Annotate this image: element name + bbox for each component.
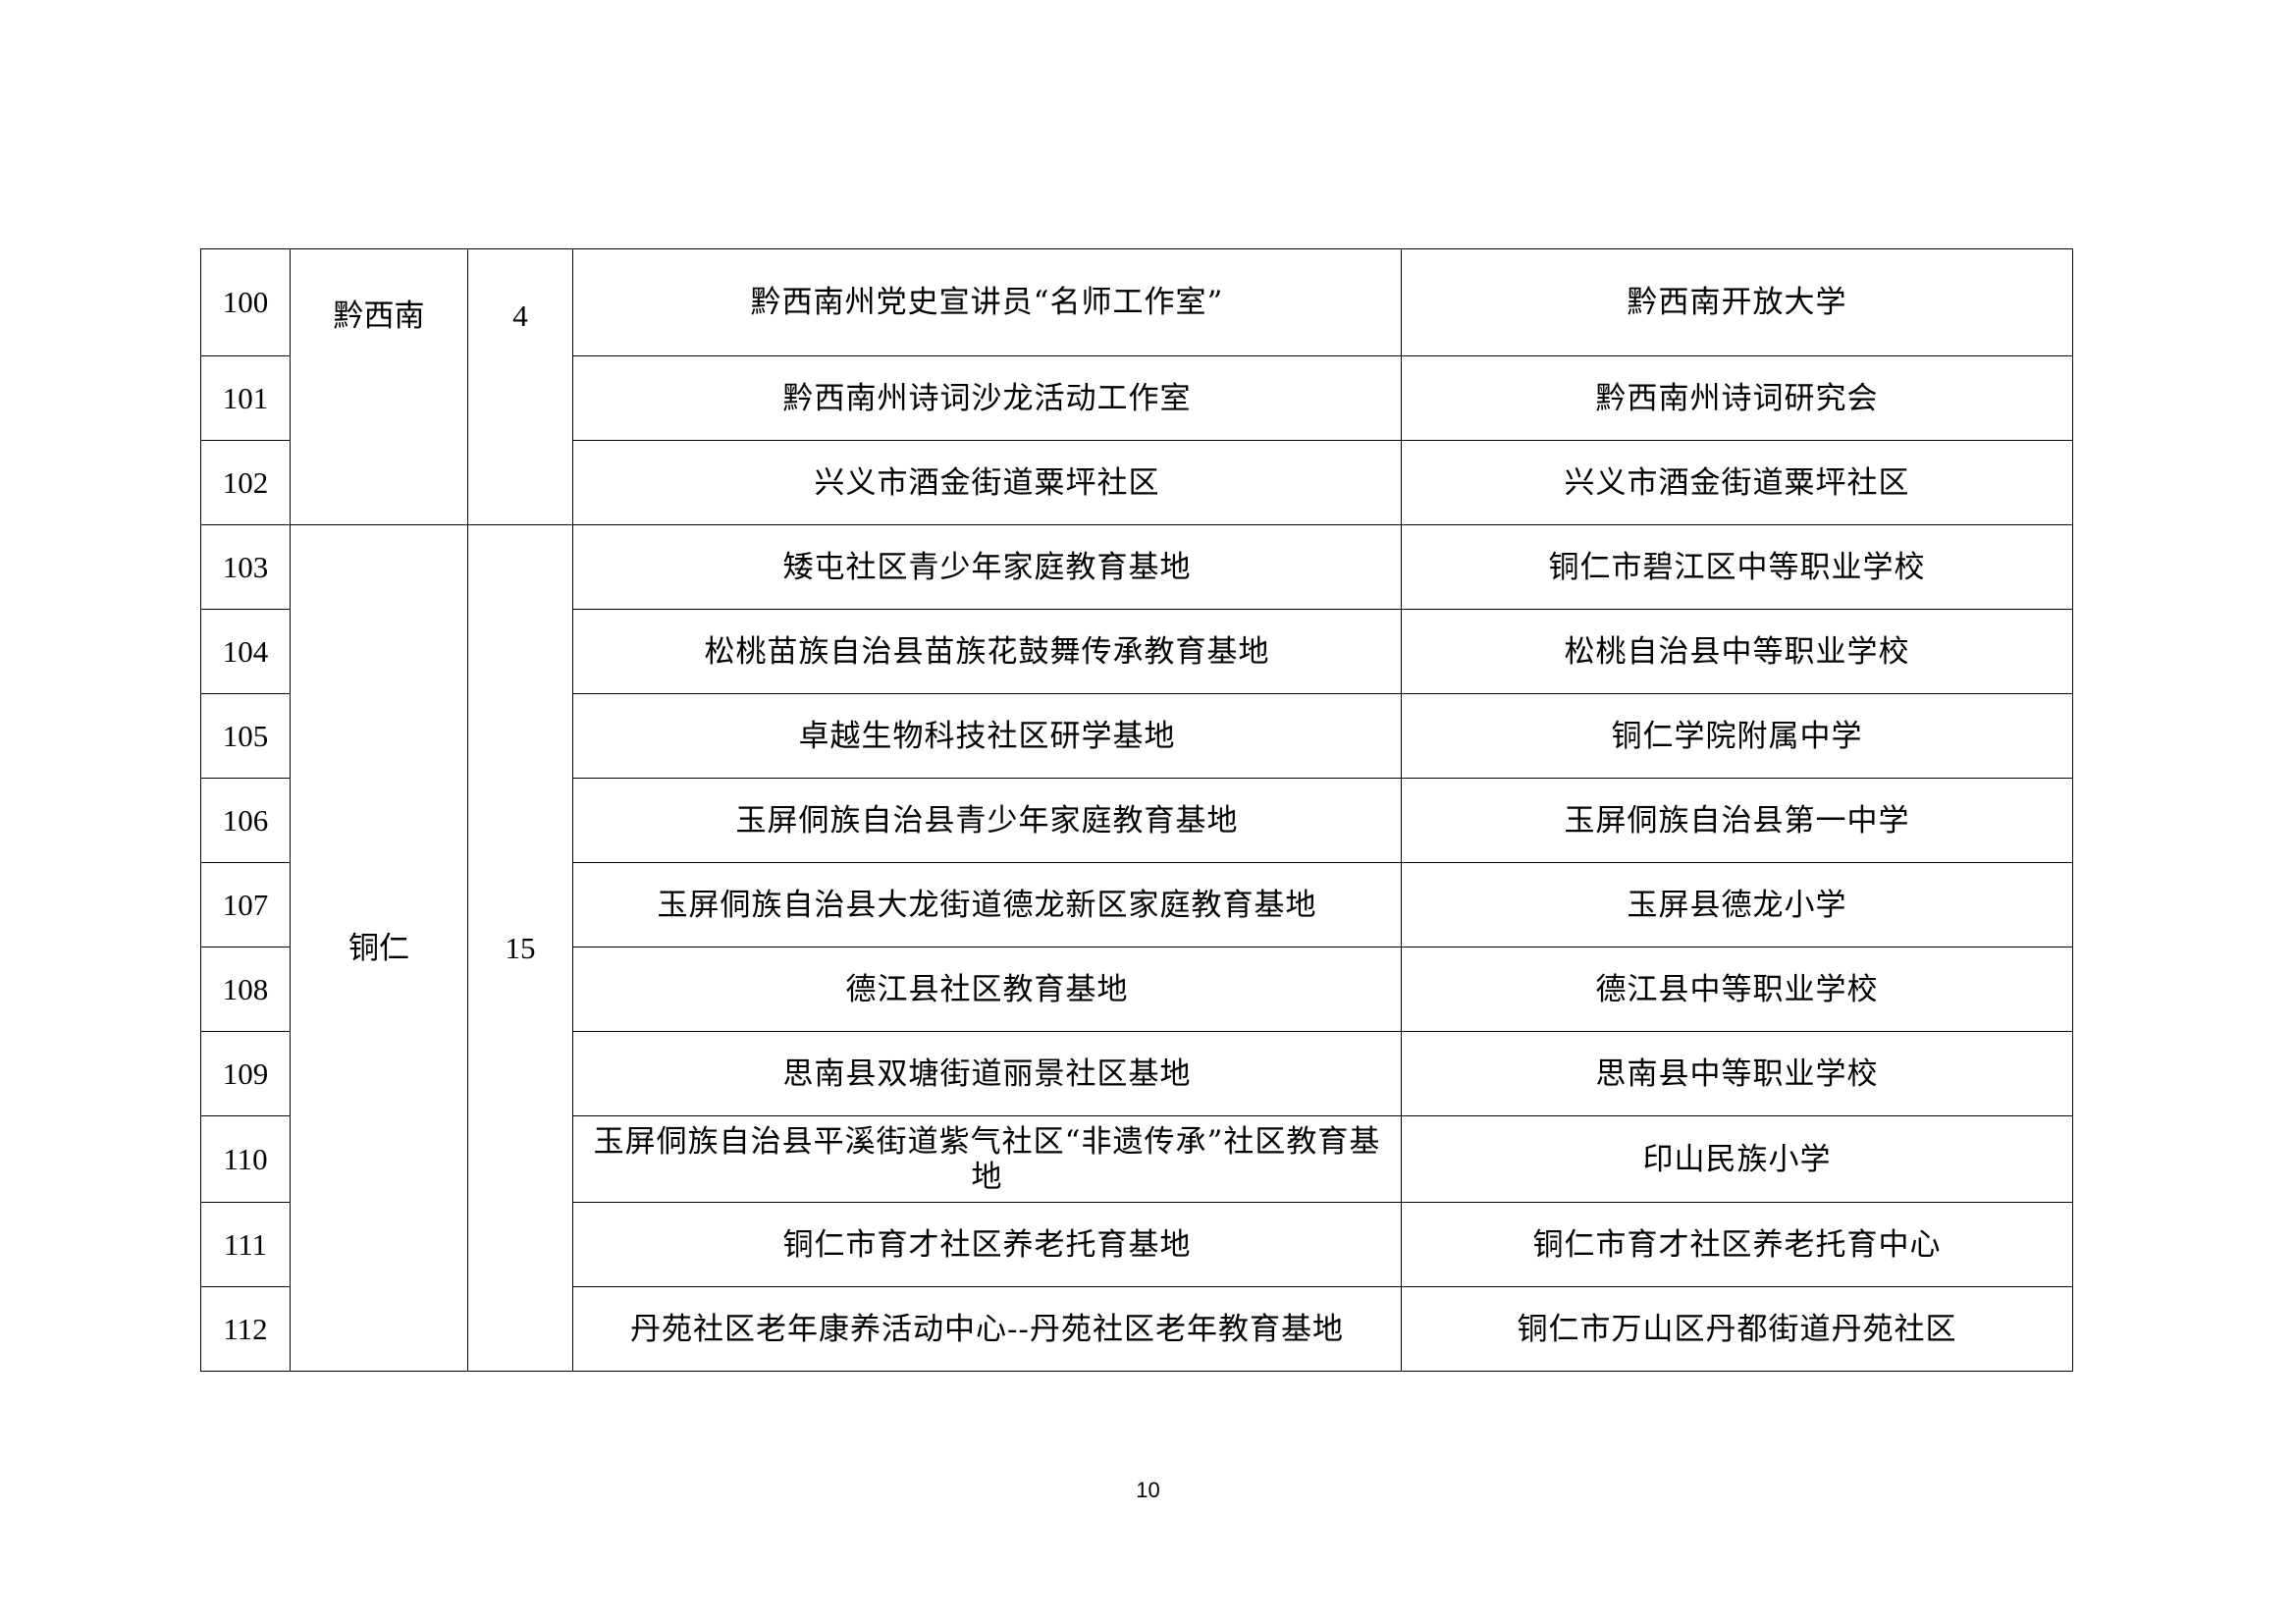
table-row: 109 思南县双塘街道丽景社区基地 思南县中等职业学校 [200,1031,2073,1116]
organization-cell: 兴义市酒金街道粟坪社区 [1401,440,2073,525]
organization-cell: 玉屏县德龙小学 [1401,862,2073,947]
table-row: 111 铜仁市育才社区养老托育基地 铜仁市育才社区养老托育中心 [200,1202,2073,1287]
row-number: 102 [200,440,291,525]
base-name-cell: 矮屯社区青少年家庭教育基地 [572,524,1402,610]
organization-cell: 黔西南州诗词研究会 [1401,355,2073,441]
row-number: 106 [200,778,291,863]
base-name-cell: 丹苑社区老年康养活动中心--丹苑社区老年教育基地 [572,1286,1402,1372]
organization-cell: 铜仁市碧江区中等职业学校 [1401,524,2073,610]
table-row: 105 卓越生物科技社区研学基地 铜仁学院附属中学 [200,693,2073,779]
count-cell: 15 [467,524,573,1372]
base-name-cell: 德江县社区教育基地 [572,947,1402,1032]
table-row: 104 松桃苗族自治县苗族花鼓舞传承教育基地 松桃自治县中等职业学校 [200,609,2073,694]
row-number: 104 [200,609,291,694]
base-name-cell: 黔西南州党史宣讲员“名师工作室” [572,248,1402,356]
row-number: 103 [200,524,291,610]
organization-cell: 铜仁学院附属中学 [1401,693,2073,779]
table-row: 110 玉屏侗族自治县平溪街道紫气社区“非遗传承”社区教育基地 印山民族小学 [200,1115,2073,1203]
region-cell: 黔西南 [290,248,468,525]
table-row: 112 丹苑社区老年康养活动中心--丹苑社区老年教育基地 铜仁市万山区丹都街道丹… [200,1286,2073,1372]
count-cell: 4 [467,248,573,525]
base-name-cell: 黔西南州诗词沙龙活动工作室 [572,355,1402,441]
organization-cell: 思南县中等职业学校 [1401,1031,2073,1116]
table-row: 100 黔西南 4 黔西南州党史宣讲员“名师工作室” 黔西南开放大学 [200,248,2073,525]
row-number: 105 [200,693,291,779]
table-row: 103 铜仁 15 矮屯社区青少年家庭教育基地 铜仁市碧江区中等职业学校 [200,524,2073,1372]
row-number: 100 [200,248,291,356]
organization-cell: 铜仁市育才社区养老托育中心 [1401,1202,2073,1287]
base-list-table: 100 黔西南 4 黔西南州党史宣讲员“名师工作室” 黔西南开放大学 101 黔… [200,248,2073,1372]
base-name-cell: 玉屏侗族自治县青少年家庭教育基地 [572,778,1402,863]
base-name-cell: 思南县双塘街道丽景社区基地 [572,1031,1402,1116]
row-number: 107 [200,862,291,947]
organization-cell: 松桃自治县中等职业学校 [1401,609,2073,694]
region-cell: 铜仁 [290,524,468,1372]
row-number: 112 [200,1286,291,1372]
row-number: 110 [200,1115,291,1203]
row-number: 108 [200,947,291,1032]
base-name-cell: 松桃苗族自治县苗族花鼓舞传承教育基地 [572,609,1402,694]
table-row: 106 玉屏侗族自治县青少年家庭教育基地 玉屏侗族自治县第一中学 [200,778,2073,863]
page-number: 10 [1136,1478,1160,1502]
base-name-cell: 铜仁市育才社区养老托育基地 [572,1202,1402,1287]
table-row: 101 黔西南州诗词沙龙活动工作室 黔西南州诗词研究会 [200,355,2073,441]
row-number: 101 [200,355,291,441]
row-number: 109 [200,1031,291,1116]
base-name-cell: 兴义市酒金街道粟坪社区 [572,440,1402,525]
base-name-cell: 玉屏侗族自治县平溪街道紫气社区“非遗传承”社区教育基地 [572,1115,1402,1203]
organization-cell: 德江县中等职业学校 [1401,947,2073,1032]
organization-cell: 黔西南开放大学 [1401,248,2073,356]
row-number: 111 [200,1202,291,1287]
base-name-cell: 卓越生物科技社区研学基地 [572,693,1402,779]
table-row: 107 玉屏侗族自治县大龙街道德龙新区家庭教育基地 玉屏县德龙小学 [200,862,2073,947]
organization-cell: 铜仁市万山区丹都街道丹苑社区 [1401,1286,2073,1372]
table-row: 108 德江县社区教育基地 德江县中等职业学校 [200,947,2073,1032]
base-name-cell: 玉屏侗族自治县大龙街道德龙新区家庭教育基地 [572,862,1402,947]
organization-cell: 印山民族小学 [1401,1115,2073,1203]
organization-cell: 玉屏侗族自治县第一中学 [1401,778,2073,863]
